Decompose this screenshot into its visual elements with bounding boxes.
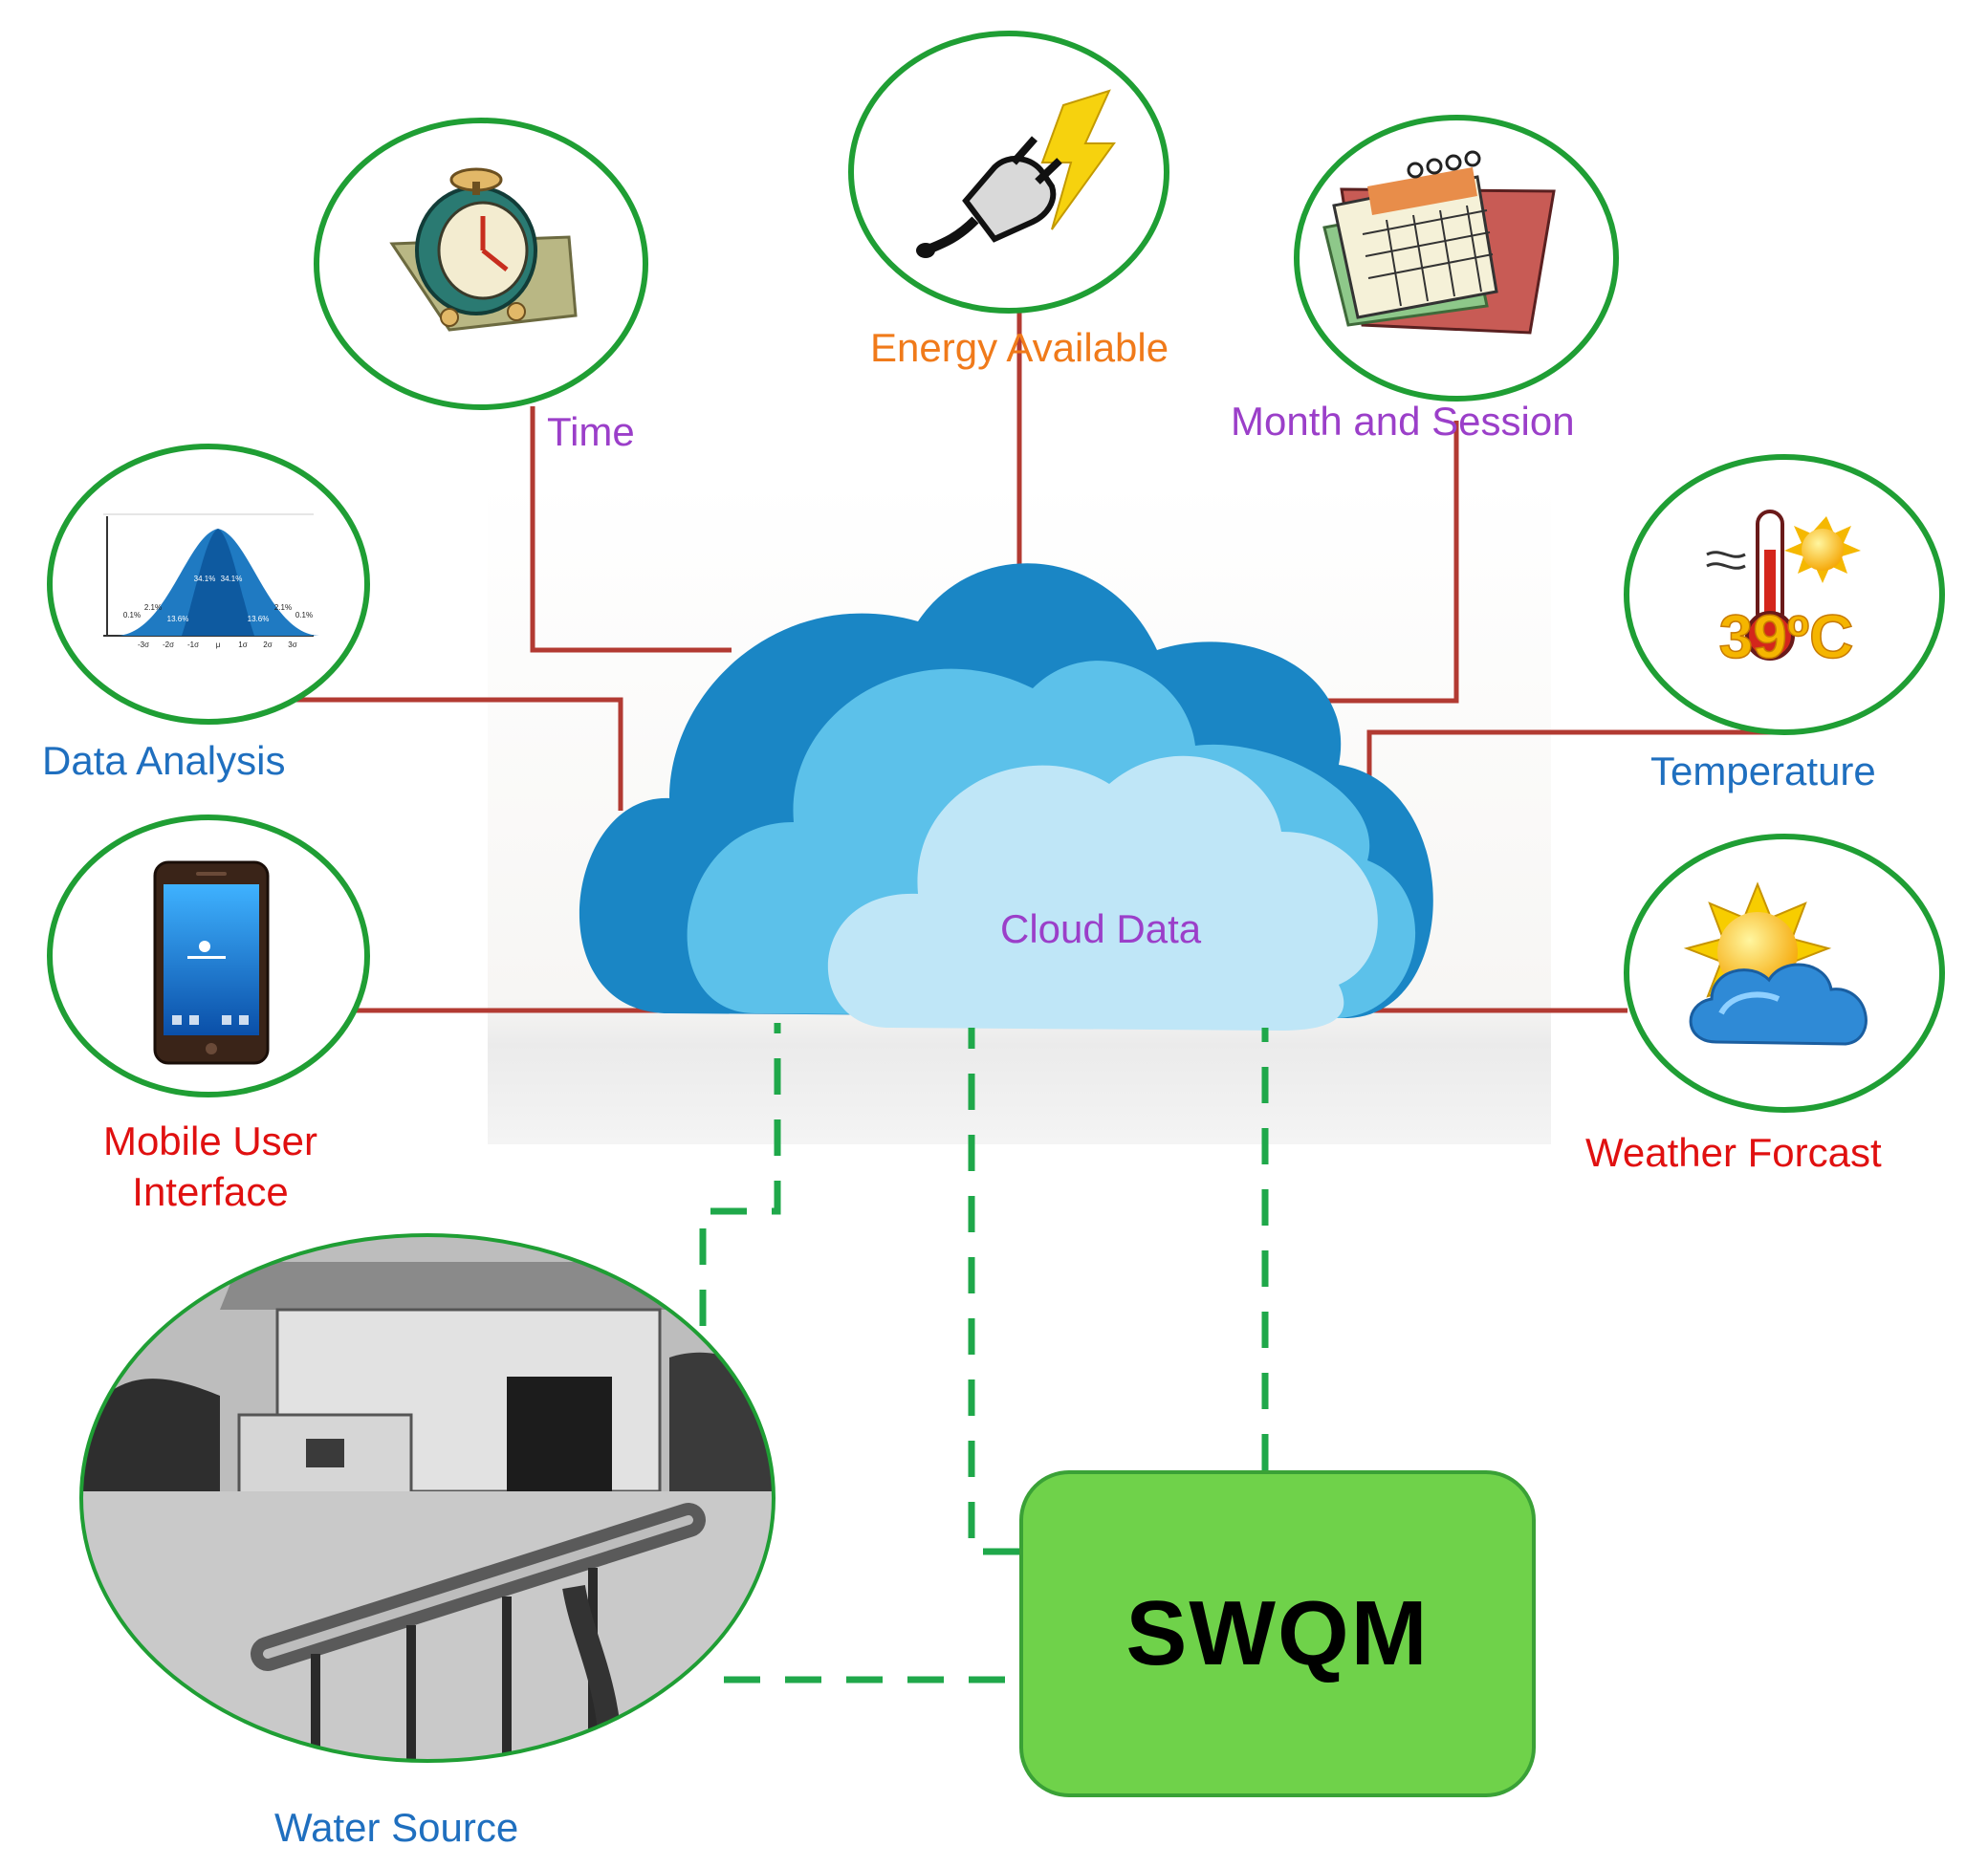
curve-axis-tick: -3σ xyxy=(138,641,149,649)
label-weather-forecast: Weather Forcast xyxy=(1585,1130,1882,1175)
label-mobile-line2: Interface xyxy=(132,1168,289,1214)
svg-text:39ºC: 39ºC xyxy=(1719,602,1854,671)
curve-percent-label: 13.6% xyxy=(167,615,189,623)
curve-percent-label: 34.1% xyxy=(194,575,216,583)
calendar-icon xyxy=(1322,150,1556,335)
curve-axis-tick: -2σ xyxy=(163,641,174,649)
sun-cloud-icon xyxy=(1683,881,1868,1046)
link-time xyxy=(530,406,732,653)
link-month xyxy=(1308,421,1459,704)
label-energy-available: Energy Available xyxy=(870,325,1169,370)
label-month-and-session: Month and Session xyxy=(1231,399,1575,444)
curve-axis-tick: 1σ xyxy=(238,641,247,649)
curve-percent-label: 2.1% xyxy=(274,603,292,612)
label-data-analysis: Data Analysis xyxy=(42,738,286,783)
bell-curve-chart-icon: 0.1%2.1%13.6%34.1%34.1%13.6%2.1%0.1%-3σ-… xyxy=(103,513,319,649)
label-mobile-line1: Mobile User xyxy=(102,1119,318,1163)
label-cloud-data: Cloud Data xyxy=(1000,906,1202,951)
curve-axis-tick: 2σ xyxy=(263,641,272,649)
label-mobile-user-interface: Mobile User Interface xyxy=(57,1117,363,1217)
curve-percent-label: 0.1% xyxy=(295,611,313,619)
dash-link-swqm-to-cloud xyxy=(968,1028,1019,1555)
cloud-front-layer xyxy=(827,755,1378,1031)
label-water-source: Water Source xyxy=(274,1805,519,1850)
solid-connectors xyxy=(293,308,1784,1013)
thermometer-sun-icon: 39ºC xyxy=(1706,510,1861,672)
swqm-box: SWQM xyxy=(1019,1470,1536,1797)
curve-percent-label: 13.6% xyxy=(248,615,270,623)
label-time: Time xyxy=(547,409,635,454)
link-data-analysis xyxy=(293,697,623,811)
curve-axis-tick: 3σ xyxy=(288,641,296,649)
curve-axis-tick: μ xyxy=(216,641,221,649)
curve-percent-label: 2.1% xyxy=(144,603,162,612)
curve-percent-label: 34.1% xyxy=(221,575,243,583)
alarm-clock-icon xyxy=(389,167,578,332)
swqm-label: SWQM xyxy=(1125,1582,1430,1684)
dashed-connectors xyxy=(699,1023,1269,1683)
curve-percent-label: 0.1% xyxy=(123,611,141,619)
curve-axis-tick: -1σ xyxy=(187,641,199,649)
smartphone-icon xyxy=(153,860,270,1065)
cloud-icon xyxy=(579,563,1433,1031)
water-station-photo xyxy=(79,1233,776,1763)
label-temperature: Temperature xyxy=(1650,749,1876,793)
dash-link-water-to-cloud xyxy=(699,1023,781,1326)
power-plug-lightning-icon xyxy=(916,89,1116,258)
